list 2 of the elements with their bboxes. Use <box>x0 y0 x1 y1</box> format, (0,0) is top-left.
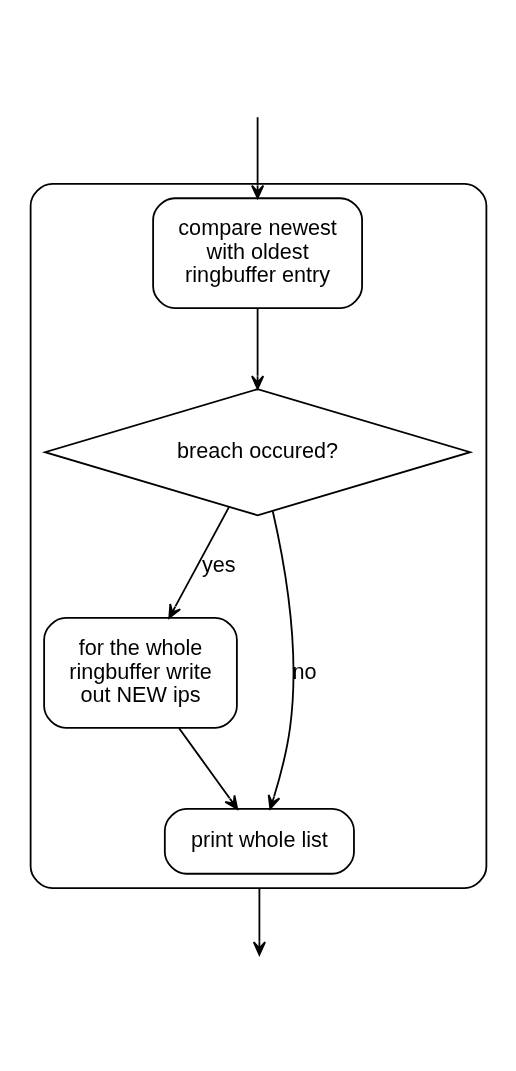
edge-label: no <box>291 657 316 683</box>
edge-label: yes <box>201 551 236 577</box>
